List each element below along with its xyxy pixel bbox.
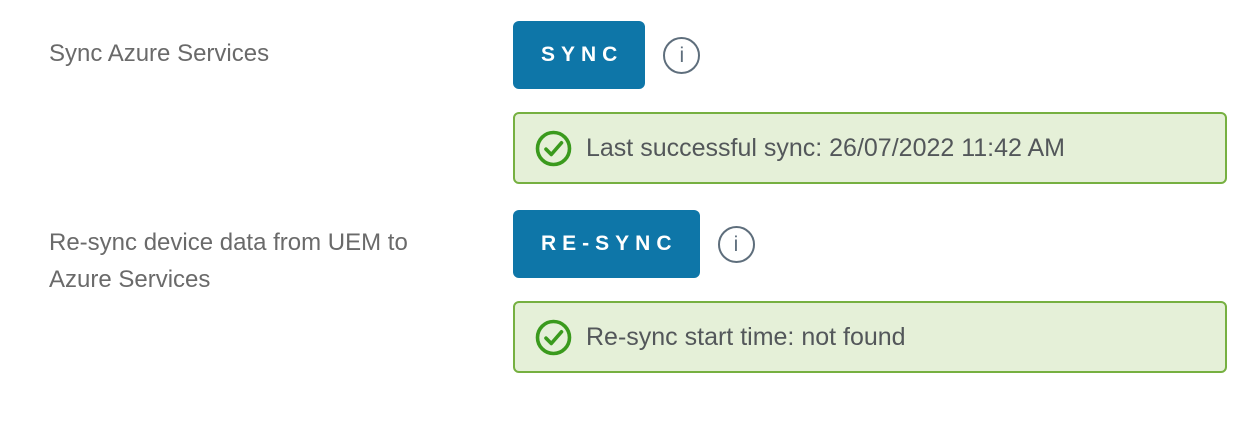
check-circle-icon [535,319,572,355]
sync-azure-services-row: Sync Azure Services SYNC i Last successf… [49,21,1260,184]
sync-label-column: Sync Azure Services [49,21,513,184]
sync-button[interactable]: SYNC [513,21,646,89]
resync-control-column: RE-SYNC i Re-sync start time: not found [513,210,1227,373]
sync-control-column: SYNC i Last successful sync: 26/07/2022 … [513,21,1227,184]
resync-device-data-label: Re-sync device data from UEM to Azure Se… [49,229,408,293]
azure-sync-settings-panel: Sync Azure Services SYNC i Last successf… [49,21,1260,373]
sync-control-line: SYNC i [513,21,1227,89]
resync-control-line: RE-SYNC i [513,210,1227,278]
info-icon[interactable]: i [717,225,755,263]
resync-button[interactable]: RE-SYNC [513,210,700,278]
info-icon[interactable]: i [663,36,701,74]
resync-label-column: Re-sync device data from UEM to Azure Se… [49,210,513,373]
check-circle-icon [535,130,572,166]
sync-status-text: Last successful sync: 26/07/2022 11:42 A… [586,133,1065,162]
resync-device-data-row: Re-sync device data from UEM to Azure Se… [49,210,1260,373]
resync-status-banner: Re-sync start time: not found [513,301,1227,373]
sync-status-banner: Last successful sync: 26/07/2022 11:42 A… [513,112,1227,184]
sync-azure-services-label: Sync Azure Services [49,40,270,67]
resync-status-text: Re-sync start time: not found [586,322,906,351]
